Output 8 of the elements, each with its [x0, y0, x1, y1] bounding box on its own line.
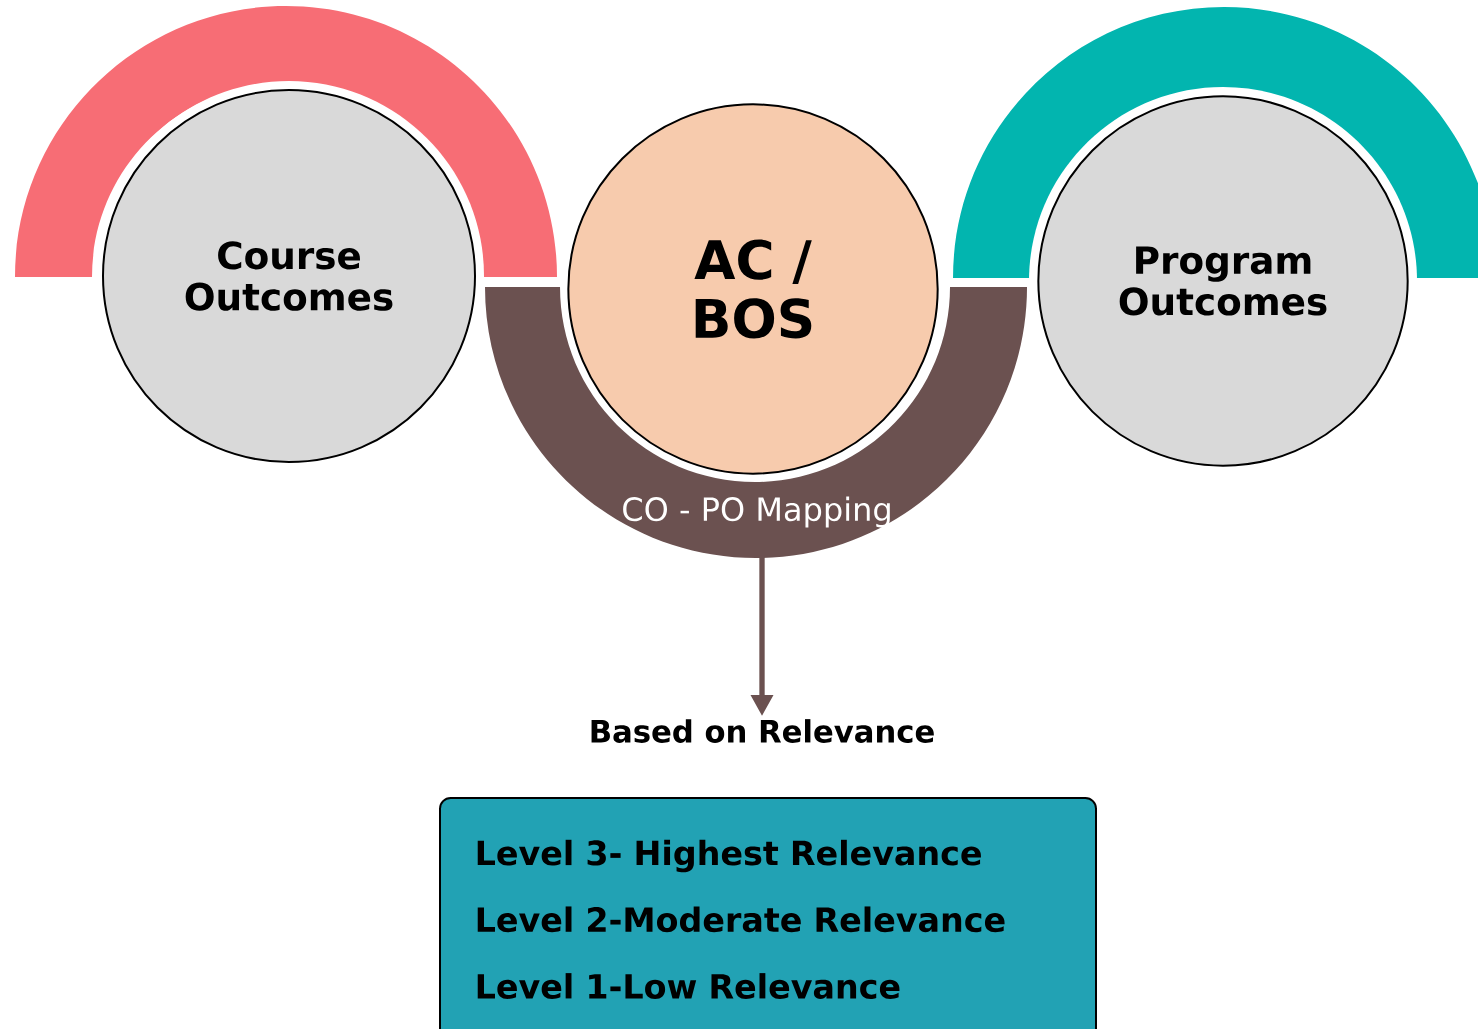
list-item: Level 2-Moderate Relevance	[477, 906, 1005, 933]
node-label: Course Outcomes	[185, 241, 393, 311]
list-item: Level 1-Low Relevance	[477, 973, 900, 999]
list-item: Level 3- Highest Relevance	[477, 839, 981, 873]
level-box	[439, 797, 1097, 1029]
arc-band	[15, 6, 557, 277]
node-label: Program Outcomes	[1119, 246, 1327, 316]
heading-text: Based on Relevance	[591, 719, 934, 743]
